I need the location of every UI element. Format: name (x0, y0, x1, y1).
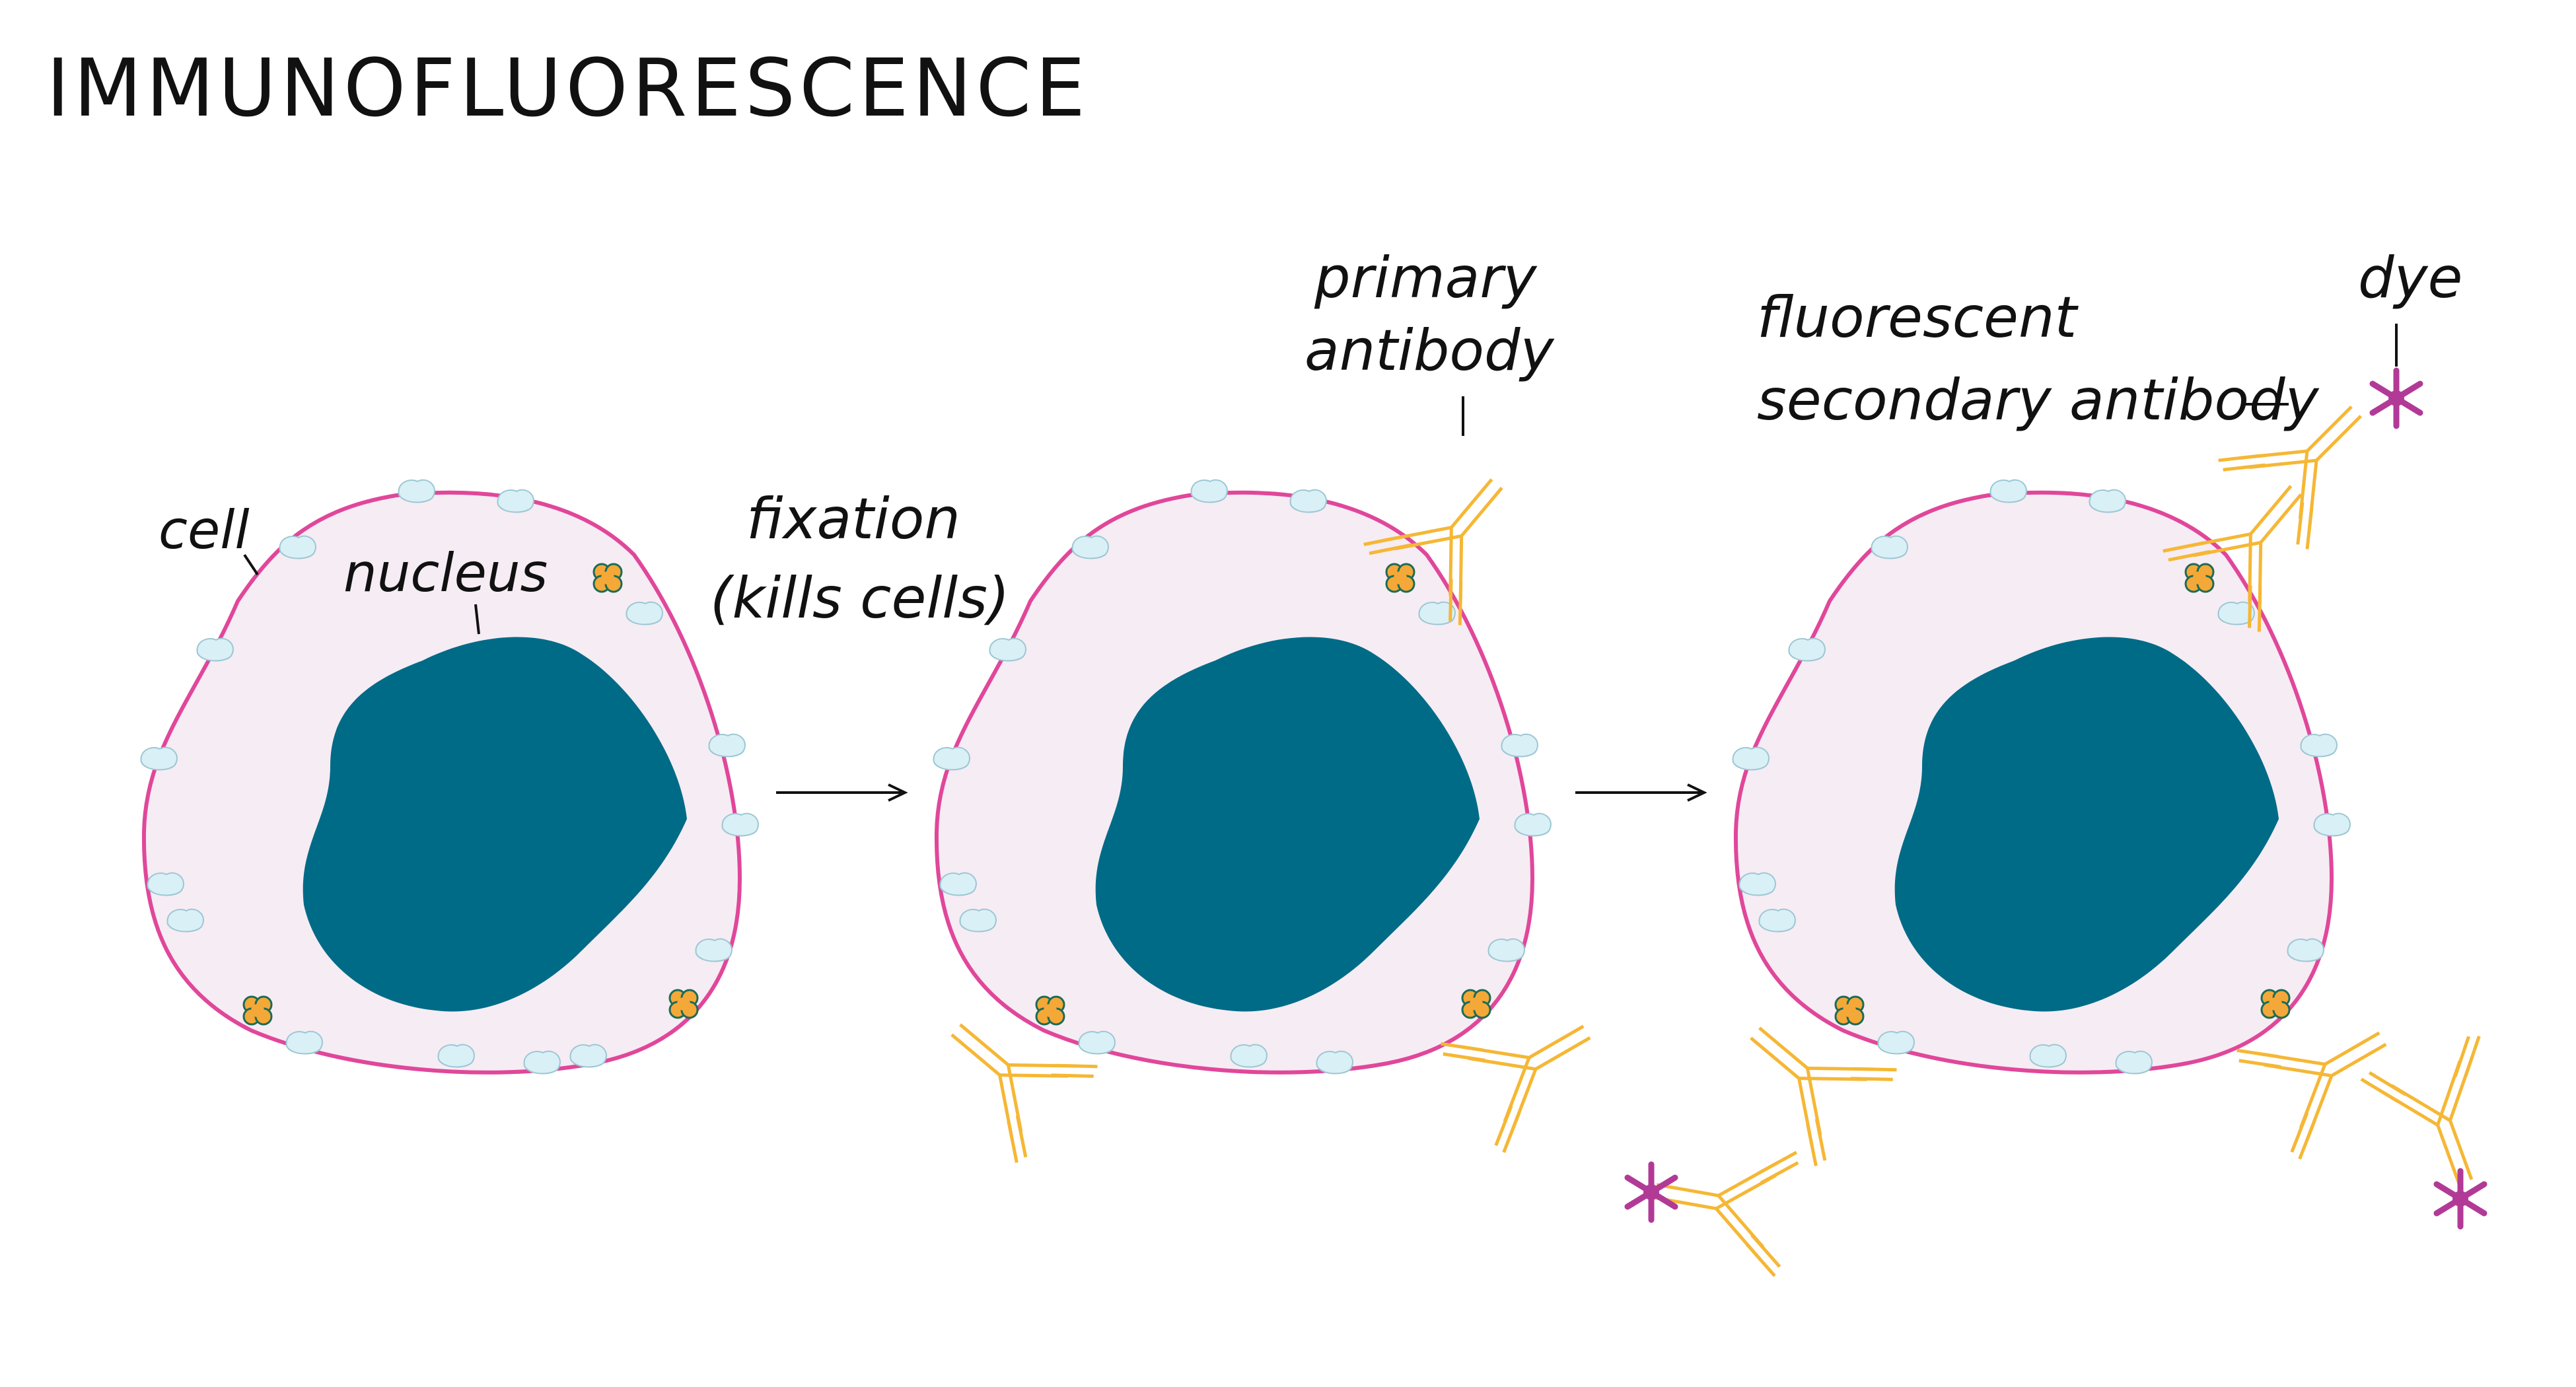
primary-antibody-sublabel: antibody (1305, 318, 1555, 384)
cell-leader-line (243, 553, 259, 576)
primary-antibody-label: primary (1314, 245, 1538, 311)
nucleus (1095, 637, 1480, 1012)
arrow-right-icon (1575, 783, 1707, 802)
secondary-antibody-sublabel: secondary antibody (1757, 367, 2320, 433)
dye-label: dye (2358, 245, 2462, 311)
cell-3 (1628, 367, 2524, 1277)
fixation-label: fixation (746, 486, 960, 552)
secondary-antibody-label: fluorescent (1757, 285, 2079, 351)
arrow-right-icon (776, 783, 908, 802)
nucleus-label: nucleus (343, 542, 548, 604)
nucleus-leader-line (474, 604, 480, 635)
nucleus (303, 637, 687, 1012)
cell-2 (915, 443, 1618, 1164)
cell-label: cell (159, 499, 250, 561)
fixation-sublabel: (kills cells) (710, 565, 1010, 631)
nucleus (1894, 637, 2279, 1012)
cell-1 (140, 479, 759, 1075)
page-title: IMMUNOFLUORESCENCE (46, 43, 1089, 135)
